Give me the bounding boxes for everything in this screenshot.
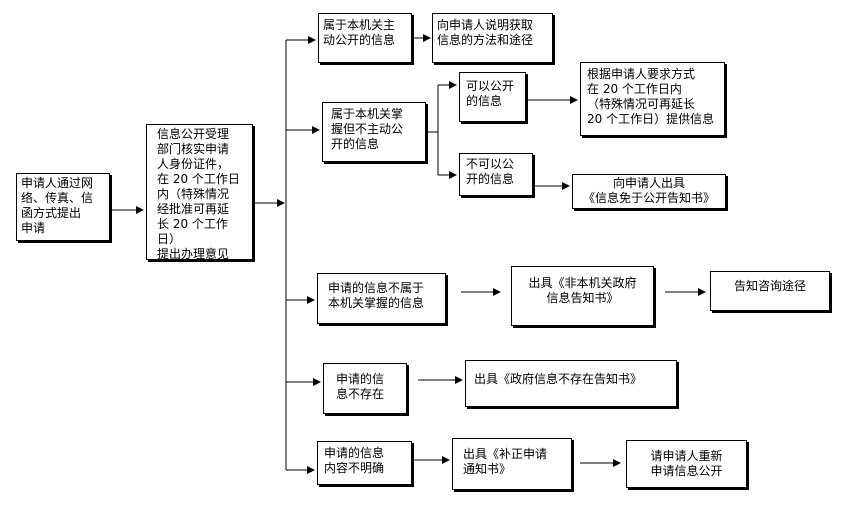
node-can-disclose: 可以公开 的信息 (459, 72, 526, 122)
node-not-our-agency-notice: 出具《非本机关政府 信息告知书》 (511, 266, 654, 326)
node-held-not-proactive: 属于本机关掌 握但不主动公 开的信息 (322, 102, 426, 162)
node-review-process: 信息公开受理 部门核实申请 人身份证件， 在 20 个工作日 内（特殊情况 经批… (146, 124, 253, 261)
node-proactive-info: 属于本机关主 动公开的信息 (318, 13, 412, 63)
node-exemption-notice: 向申请人出具 《信息免于公开告知书》 (572, 174, 726, 209)
node-info-not-exist: 申请的信 息不存在 (323, 363, 407, 414)
node-apply-request: 申请人通过网 络、传真、信 函方式提出 申请 (16, 173, 110, 241)
node-reapply: 请申请人重新 申请信息公开 (626, 440, 747, 488)
node-explain-method: 向申请人说明获取 信息的方法和途径 (432, 13, 553, 63)
node-cannot-disclose: 不可以公 开的信息 (459, 153, 533, 196)
node-not-exist-notice: 出具《政府信息不存在告知书》 (465, 360, 677, 407)
node-not-held-info: 申请的信息不属于 本机关掌握的信息 (317, 273, 446, 324)
node-inform-channels: 告知咨询途径 (710, 271, 830, 311)
node-correction-notice: 出具《补正申请 通知书》 (452, 438, 572, 490)
node-provide-info: 根据申请人要求方式 在 20 个工作日内 （特殊情况可再延长 20 个工作日）提… (580, 62, 725, 136)
node-content-unclear: 申请的信息 内容不明确 (317, 441, 412, 485)
